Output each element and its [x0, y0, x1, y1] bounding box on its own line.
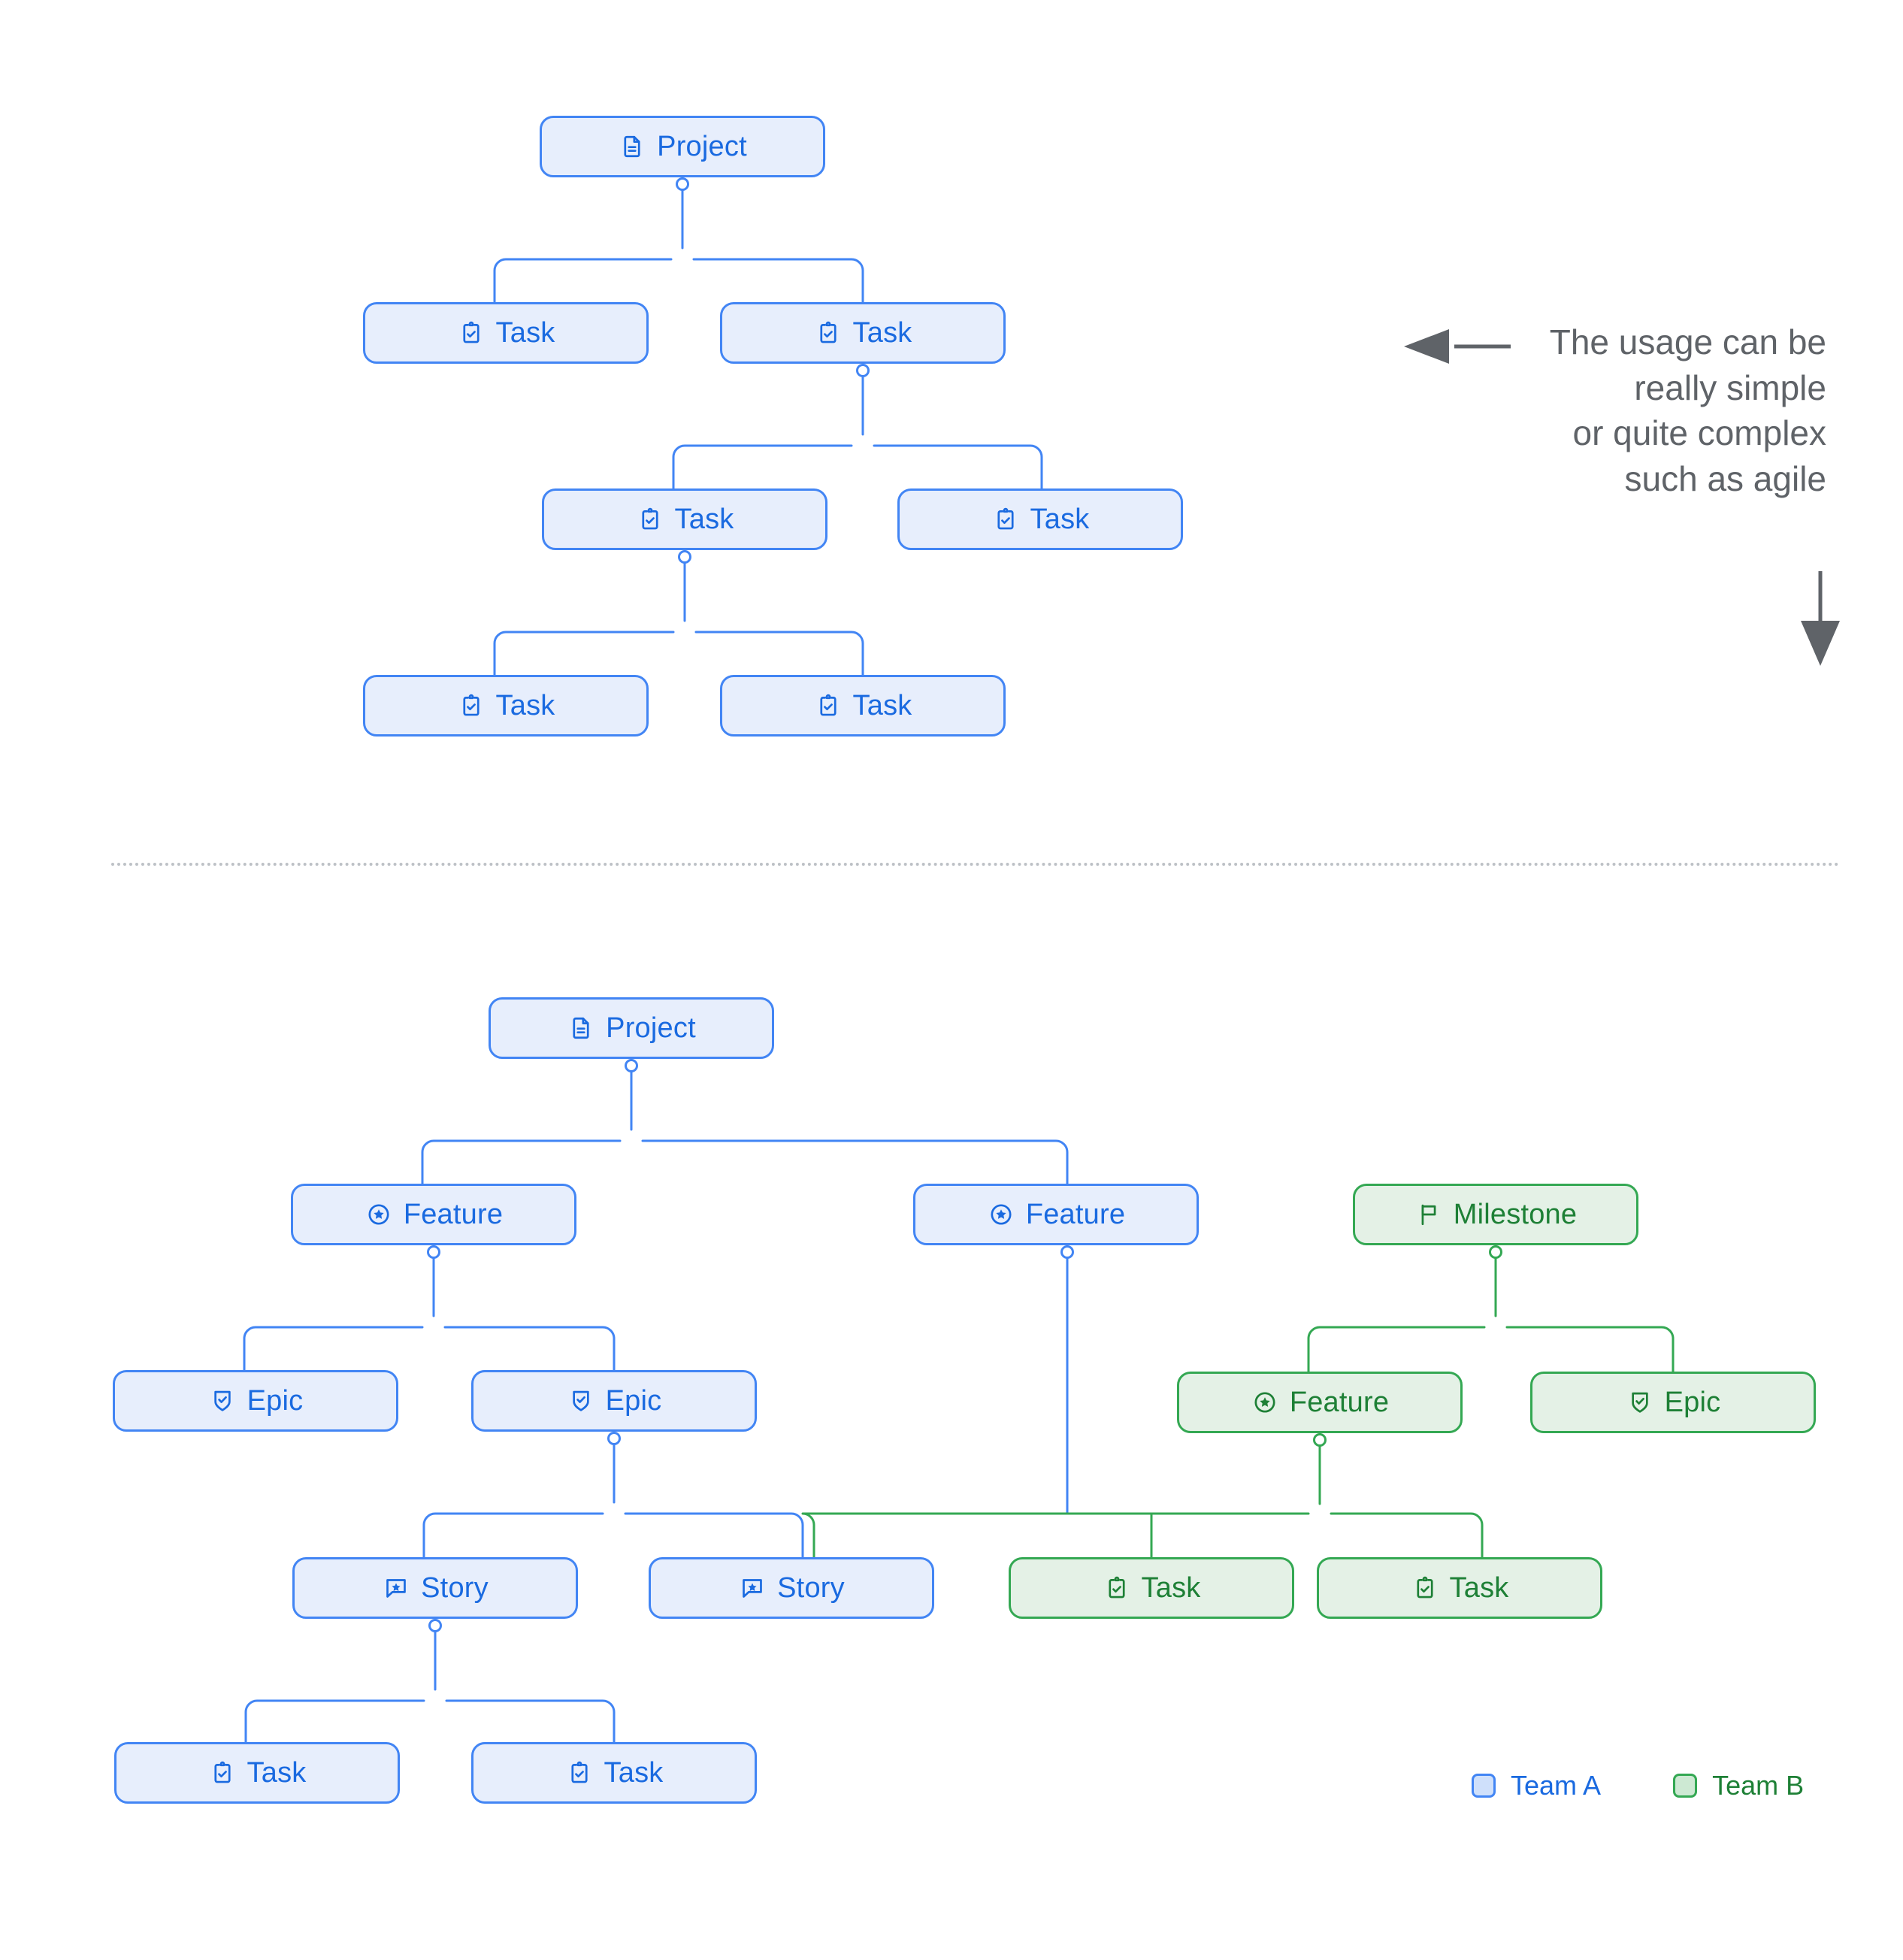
- team-legend: Team A Team B: [1472, 1770, 1804, 1801]
- edge-project-branch: [493, 258, 864, 304]
- node-task-a-task-b2[interactable]: Task: [471, 1742, 757, 1804]
- node-label: Task: [1030, 504, 1090, 535]
- node-label: Epic: [1664, 1387, 1721, 1418]
- annotation-line-4: such as agile: [1624, 459, 1827, 499]
- port-a-project: [625, 1059, 638, 1072]
- node-task-s-task-6[interactable]: Task: [720, 675, 1006, 737]
- node-task-s-task-1[interactable]: Task: [363, 302, 649, 364]
- legend-item-team-a: Team A: [1472, 1770, 1601, 1801]
- port-s-project: [676, 177, 689, 191]
- node-label: Task: [852, 317, 912, 349]
- node-task-s-task-3[interactable]: Task: [542, 488, 827, 550]
- clipboard-check-icon: [814, 691, 843, 720]
- arrow-left-head: [1404, 329, 1449, 364]
- legend-label-team-b: Team B: [1712, 1770, 1805, 1801]
- legend-swatch-team-b: [1673, 1774, 1698, 1798]
- arrow-down-head: [1801, 621, 1840, 666]
- document-icon: [567, 1014, 595, 1042]
- node-label: Task: [495, 690, 555, 721]
- node-label: Feature: [1289, 1387, 1390, 1418]
- flag-icon: [1414, 1200, 1443, 1229]
- node-label: Feature: [1025, 1199, 1126, 1230]
- node-milestone-a-milestone[interactable]: Milestone: [1353, 1184, 1638, 1245]
- node-label: Task: [1141, 1572, 1201, 1604]
- speech-bubble-star-icon: [738, 1574, 767, 1602]
- node-label: Feature: [403, 1199, 504, 1230]
- node-project-s-project[interactable]: Project: [540, 116, 825, 177]
- node-task-a-task-g1[interactable]: Task: [1009, 1557, 1294, 1619]
- document-icon: [618, 132, 646, 161]
- node-label: Task: [674, 504, 734, 535]
- legend-label-team-a: Team A: [1511, 1770, 1602, 1801]
- shield-check-icon: [567, 1387, 595, 1415]
- node-feature-a-feature-3[interactable]: Feature: [1177, 1372, 1463, 1433]
- star-circle-icon: [365, 1200, 393, 1229]
- edge-task2-branch: [672, 444, 1043, 490]
- node-label: Epic: [605, 1385, 662, 1417]
- legend-item-team-b: Team B: [1673, 1770, 1804, 1801]
- node-task-a-task-g2[interactable]: Task: [1317, 1557, 1602, 1619]
- port-a-story-1: [428, 1619, 442, 1632]
- node-project-a-project[interactable]: Project: [489, 997, 774, 1059]
- node-label: Epic: [247, 1385, 304, 1417]
- port-a-feature-3: [1313, 1433, 1327, 1447]
- clipboard-check-icon: [565, 1759, 594, 1787]
- node-epic-a-epic-3[interactable]: Epic: [1530, 1372, 1816, 1433]
- annotation-line-2: really simple: [1634, 368, 1826, 407]
- node-story-a-story-1[interactable]: Story: [292, 1557, 578, 1619]
- node-label: Story: [421, 1572, 489, 1604]
- node-story-a-story-2[interactable]: Story: [649, 1557, 934, 1619]
- port-s-task-2: [856, 364, 870, 377]
- clipboard-check-icon: [457, 691, 486, 720]
- node-feature-a-feature-2[interactable]: Feature: [913, 1184, 1199, 1245]
- port-a-feature-2: [1060, 1245, 1074, 1259]
- port-a-epic-2: [607, 1432, 621, 1445]
- port-a-milestone: [1489, 1245, 1502, 1259]
- clipboard-check-icon: [814, 319, 843, 347]
- port-a-feature-1: [427, 1245, 440, 1259]
- annotation-line-3: or quite complex: [1572, 413, 1827, 453]
- node-task-s-task-5[interactable]: Task: [363, 675, 649, 737]
- node-label: Story: [777, 1572, 845, 1604]
- node-epic-a-epic-2[interactable]: Epic: [471, 1370, 757, 1432]
- node-label: Task: [604, 1757, 664, 1789]
- legend-swatch-team-a: [1472, 1774, 1496, 1798]
- clipboard-check-icon: [991, 505, 1020, 534]
- shield-check-icon: [1626, 1388, 1654, 1417]
- clipboard-check-icon: [636, 505, 664, 534]
- port-s-task-3: [678, 550, 691, 564]
- edge-task3-branch: [493, 631, 864, 676]
- node-label: Task: [1449, 1572, 1509, 1604]
- clipboard-check-icon: [457, 319, 486, 347]
- clipboard-check-icon: [1411, 1574, 1439, 1602]
- node-feature-a-feature-1[interactable]: Feature: [291, 1184, 576, 1245]
- node-label: Task: [495, 317, 555, 349]
- annotation-line-1: The usage can be: [1549, 322, 1826, 361]
- node-task-a-task-b1[interactable]: Task: [114, 1742, 400, 1804]
- node-label: Milestone: [1453, 1199, 1578, 1230]
- shield-check-icon: [208, 1387, 237, 1415]
- node-task-s-task-4[interactable]: Task: [897, 488, 1183, 550]
- speech-bubble-star-icon: [382, 1574, 410, 1602]
- star-circle-icon: [987, 1200, 1015, 1229]
- node-epic-a-epic-1[interactable]: Epic: [113, 1370, 398, 1432]
- node-label: Project: [657, 131, 747, 162]
- node-label: Task: [852, 690, 912, 721]
- node-task-s-task-2[interactable]: Task: [720, 302, 1006, 364]
- star-circle-icon: [1251, 1388, 1279, 1417]
- clipboard-check-icon: [1103, 1574, 1131, 1602]
- usage-annotation: The usage can be really simple or quite …: [1473, 319, 1826, 502]
- node-label: Project: [606, 1012, 696, 1044]
- clipboard-check-icon: [208, 1759, 237, 1787]
- section-divider: [111, 863, 1840, 866]
- node-label: Task: [247, 1757, 307, 1789]
